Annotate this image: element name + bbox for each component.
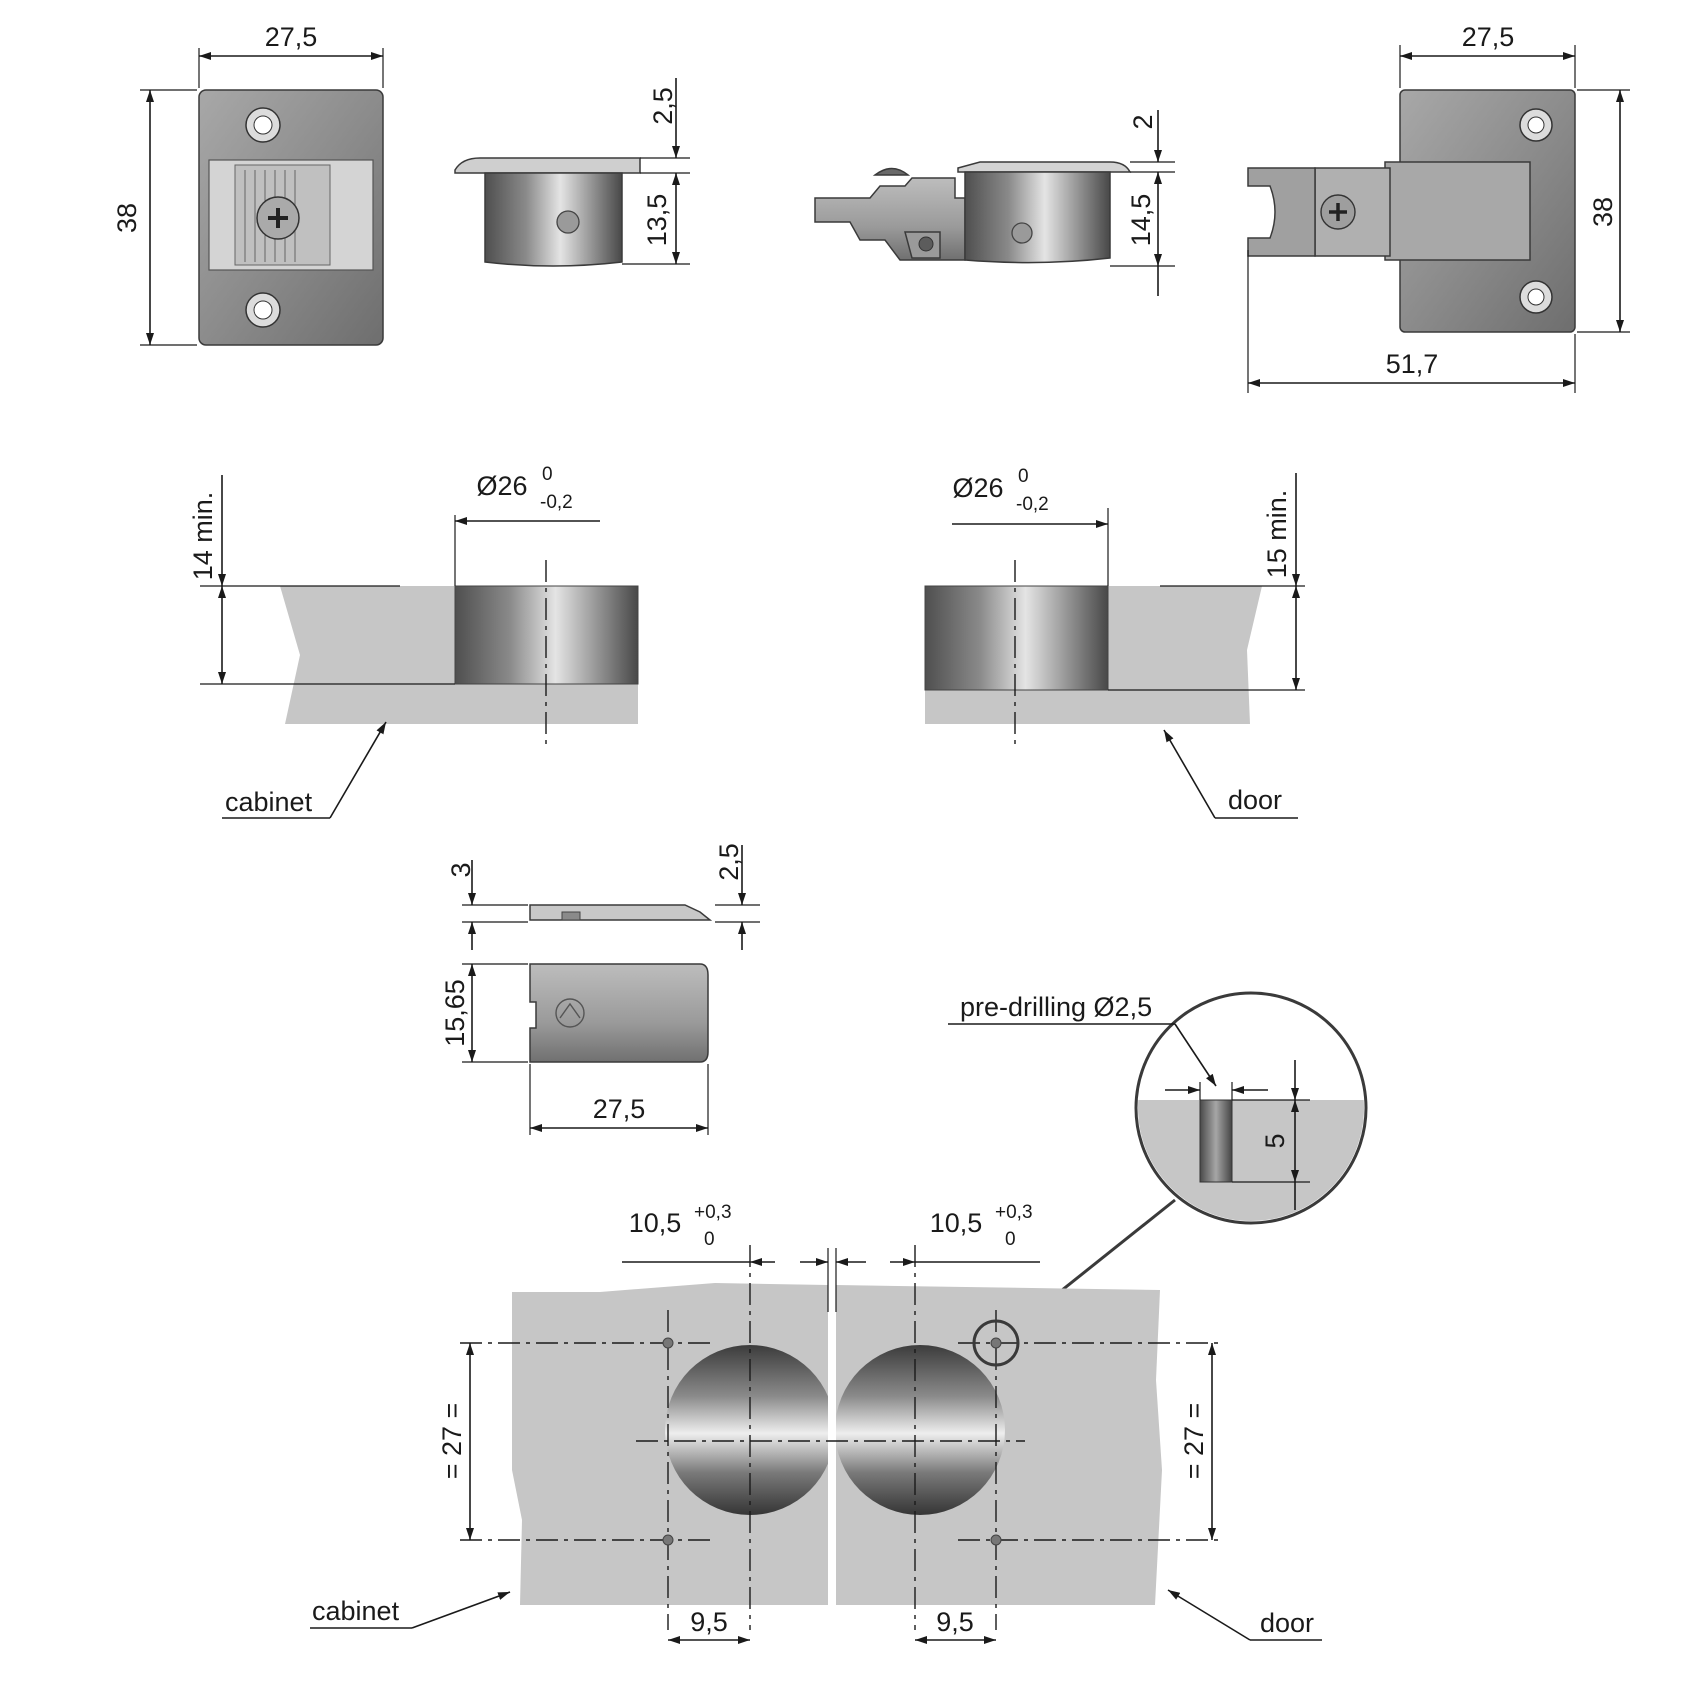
dim-text: = 27 = [1179,1403,1209,1480]
dim-text: Ø26 [952,473,1003,503]
dim-text: 14 min. [188,492,218,581]
dimension-top-right: 27,5 38 51,7 [1247,22,1630,393]
tol-upper: 0 [1018,466,1029,487]
dim-text: 15,65 [440,979,470,1047]
dim-text: 14,5 [1126,194,1156,247]
tol-upper: +0,3 [694,1202,732,1223]
cabinet-leader [222,721,387,819]
dim-text: 2,5 [714,843,744,881]
dim-text: 38 [112,203,142,233]
tol-lower: -0,2 [1016,494,1049,515]
dimension-side-left: 2,5 13,5 [622,78,690,265]
dim-text: 27,5 [593,1094,646,1124]
dim-text: 3 [446,862,476,877]
cabinet-bore-section [200,475,639,748]
tol-upper: +0,3 [995,1202,1033,1223]
dim-text: 5 [1260,1133,1290,1148]
door-leader [1163,729,1298,819]
dim-text: 9,5 [690,1607,728,1637]
door-panel-plan [828,1280,1162,1610]
dim-text: 9,5 [936,1607,974,1637]
dim-text: 27,5 [1462,22,1515,52]
hinge-plan-view-right [1247,89,1576,333]
dim-text: Ø26 [476,471,527,501]
predrill-label: pre-drilling Ø2,5 [960,992,1152,1022]
dimension-edge-distance-left [622,1248,829,1312]
tol-lower: 0 [1005,1229,1016,1250]
dimension-hole-spacing [466,1343,1216,1540]
dim-text: 10,5 [930,1208,983,1238]
predrill-detail-circle [1134,991,1368,1225]
dim-text: = 27 = [437,1403,467,1480]
mounting-plate-side-view [462,845,760,950]
cabinet-label: cabinet [225,787,313,817]
door-label: door [1228,785,1282,815]
dim-text: 38 [1588,197,1618,227]
cabinet-panel-plan [512,1280,836,1610]
door-leader-bottom [1167,1589,1322,1641]
dim-text: 10,5 [629,1208,682,1238]
door-label-bottom: door [1260,1608,1314,1638]
mounting-plate-plan-view [462,963,709,1135]
hinge-cup-side-view-left [454,157,641,267]
dim-text: 27,5 [265,22,318,52]
tol-lower: 0 [704,1229,715,1250]
tol-lower: -0,2 [540,492,573,513]
drilling-axes [460,1245,1220,1630]
dim-text: 15 min. [1262,490,1292,579]
hinge-plan-view-left [198,89,384,346]
dim-text: 51,7 [1386,349,1439,379]
dim-text: 13,5 [642,194,672,247]
dimension-side-right: 2 14,5 [1110,110,1175,296]
cabinet-leader-bottom [310,1591,511,1629]
dimension-top-width-left: 27,5 [198,22,384,88]
tol-upper: 0 [542,464,553,485]
hinge-side-view-right [814,161,1132,264]
predrill-leader [948,1023,1217,1087]
door-bore-section [924,473,1305,748]
cabinet-label-bottom: cabinet [312,1596,400,1626]
dimension-edge-distance-right [835,1248,1040,1312]
dimension-top-height-left: 38 [112,89,197,346]
dim-text: 2,5 [648,87,678,125]
dim-text: 2 [1128,114,1158,129]
